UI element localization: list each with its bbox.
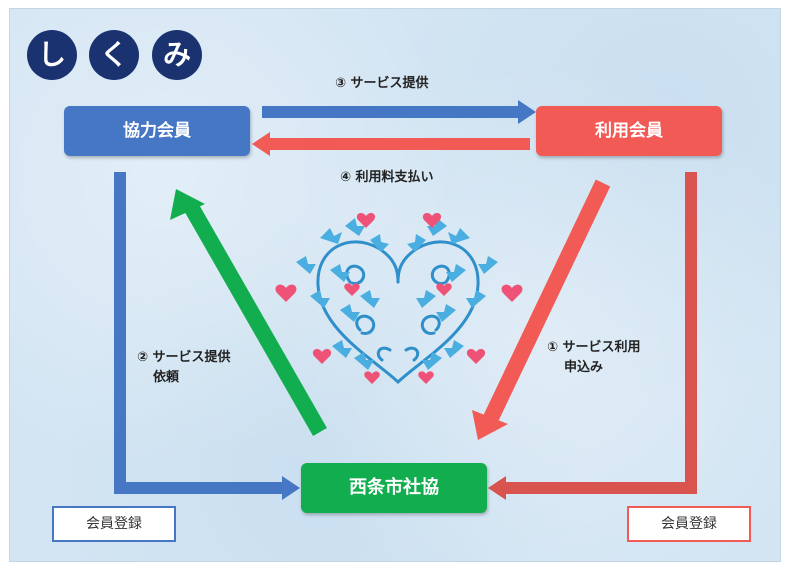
registration-label-right: 会員登録	[627, 506, 751, 542]
title-char-3: み	[152, 30, 202, 80]
arrow-blue-registration	[114, 172, 300, 500]
step2-label-line1: ② サービス提供	[137, 350, 231, 365]
step1-label-line2: 申込み	[564, 360, 604, 375]
arrow-service-application	[472, 179, 611, 440]
title-char-1: し	[27, 30, 77, 80]
registration-label-left: 会員登録	[52, 506, 176, 542]
diagram-background	[9, 8, 781, 562]
cooperating-member-node: 協力会員	[64, 106, 250, 156]
step3-label: ③ サービス提供	[335, 76, 429, 91]
using-member-node: 利用会員	[536, 106, 722, 156]
arrow-service-request	[170, 189, 327, 436]
step1-label-line1: ① サービス利用	[547, 340, 641, 355]
arrow-red-registration	[488, 172, 697, 500]
council-node: 西条市社協	[301, 463, 487, 513]
arrow-service-provision	[262, 100, 536, 124]
arrow-payment	[252, 132, 530, 156]
title-char-2: く	[89, 30, 139, 80]
step2-label-line2: 依頼	[153, 370, 180, 385]
step4-label: ④ 利用料支払い	[340, 170, 434, 185]
